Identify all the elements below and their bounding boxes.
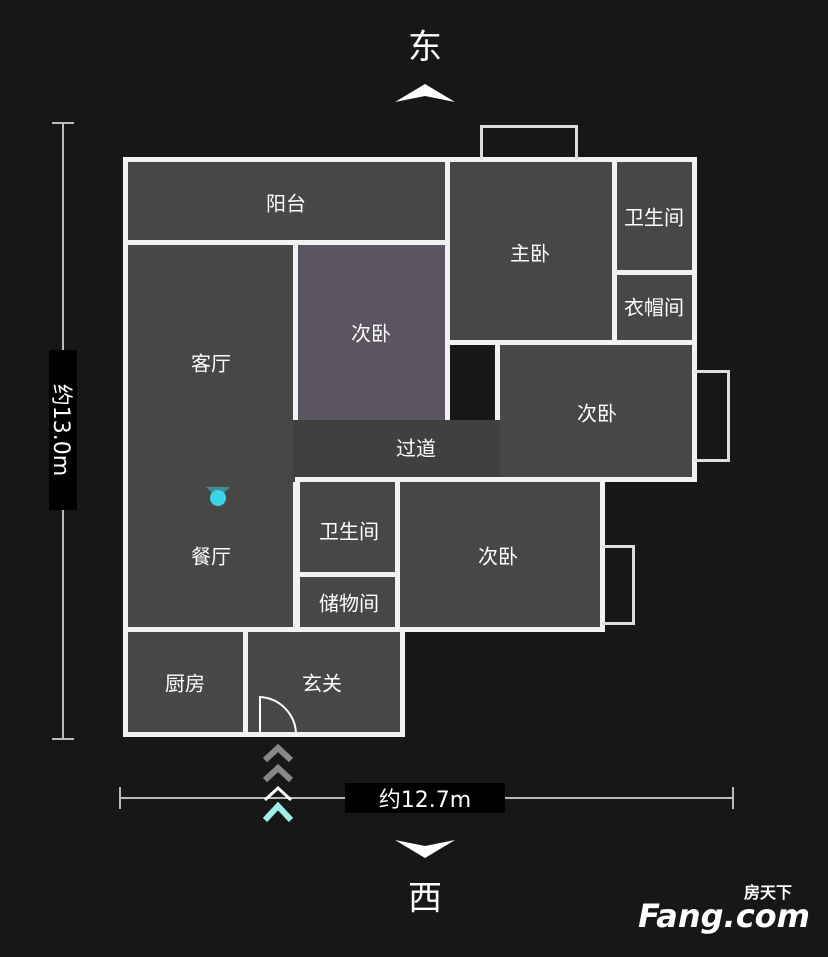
label-hallway: 过道 bbox=[396, 436, 436, 461]
label-bedroom-right: 次卧 bbox=[577, 401, 617, 426]
label-bath-mid: 卫生间 bbox=[319, 519, 379, 544]
label-kitchen: 厨房 bbox=[165, 671, 205, 696]
label-balcony: 阳台 bbox=[266, 191, 306, 216]
bay-window bbox=[602, 545, 635, 625]
dim-tick bbox=[119, 787, 121, 809]
bay-window bbox=[480, 125, 578, 160]
entrance-arrow-icon bbox=[263, 743, 293, 822]
room-hallway[interactable] bbox=[293, 420, 500, 482]
location-marker-icon[interactable] bbox=[203, 483, 233, 513]
label-bedroom-top: 次卧 bbox=[351, 321, 391, 346]
bay-window bbox=[694, 370, 730, 462]
label-living: 客厅 bbox=[191, 351, 231, 376]
direction-west: 西 bbox=[408, 878, 442, 919]
label-entry: 玄关 bbox=[302, 671, 342, 696]
label-dining: 餐厅 bbox=[191, 544, 231, 569]
label-closet: 衣帽间 bbox=[624, 295, 684, 320]
dim-tick bbox=[732, 787, 734, 809]
direction-east: 东 bbox=[408, 27, 442, 68]
room-entry[interactable] bbox=[243, 627, 405, 737]
up-arrow-icon bbox=[395, 84, 455, 102]
dim-tick bbox=[52, 738, 74, 740]
brand-site: Fang.com bbox=[638, 897, 810, 935]
width-dimension-label: 约12.7m bbox=[345, 783, 505, 813]
room-bedroom-lower[interactable] bbox=[395, 477, 605, 632]
label-storage: 储物间 bbox=[319, 591, 379, 616]
room-living-dining[interactable] bbox=[123, 240, 298, 632]
down-arrow-icon bbox=[395, 840, 455, 858]
fang-logo: 房天下 Fang.com bbox=[638, 879, 810, 935]
brand-name: 房天下 bbox=[743, 883, 792, 902]
height-dimension-label: 约13.0m bbox=[48, 350, 77, 510]
label-bath-right: 卫生间 bbox=[624, 205, 684, 230]
height-text: 约13.0m bbox=[48, 383, 74, 477]
label-master: 主卧 bbox=[510, 241, 550, 266]
dim-tick bbox=[52, 122, 74, 124]
label-bedroom-lower: 次卧 bbox=[478, 544, 518, 569]
door-icon bbox=[259, 695, 298, 736]
room-kitchen[interactable] bbox=[123, 627, 248, 737]
